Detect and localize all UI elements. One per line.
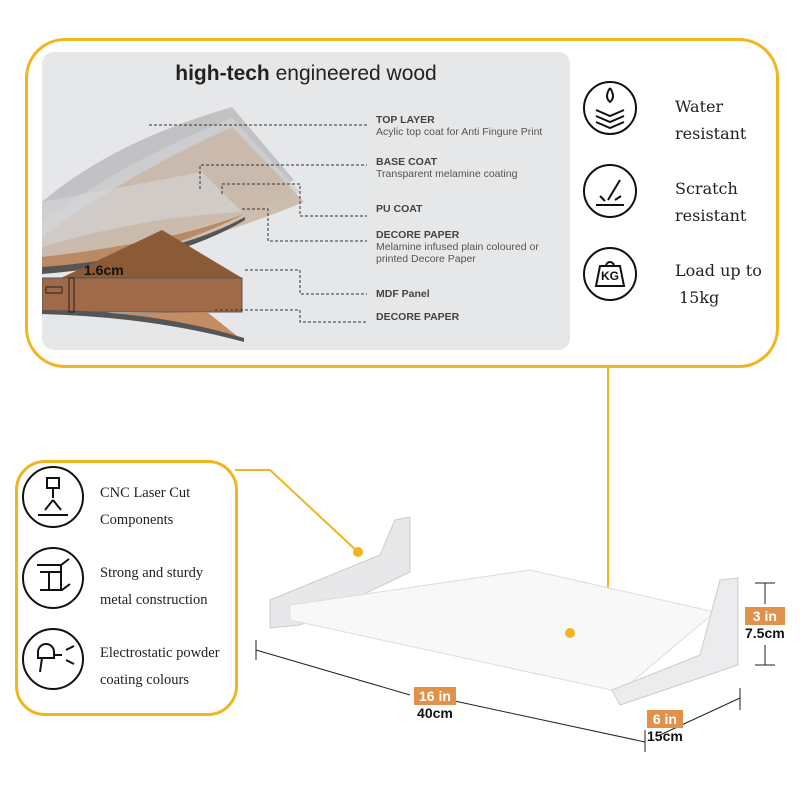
- scratch-icon: [583, 164, 637, 218]
- layer-pu-coat: PU COAT: [376, 203, 423, 215]
- features-frame-left: [15, 460, 238, 716]
- engineered-wood-panel: high-tech engineered wood 1.6cm TOP LAYE…: [42, 52, 570, 350]
- callout-line-metal: [235, 469, 359, 553]
- layer-decore-paper: DECORE PAPER Melamine infused plain colo…: [376, 229, 539, 265]
- depth-dimension: 6 in 15cm: [647, 710, 683, 744]
- left-bracket: [269, 516, 411, 629]
- layer-mdf: MDF Panel: [376, 288, 430, 300]
- water-drop-layers-icon: [583, 81, 637, 135]
- height-dimension: 3 in 7.5cm: [745, 607, 785, 641]
- cnc-laser-icon: [22, 466, 84, 528]
- dimension-lines: [255, 582, 775, 752]
- kg-weight-icon: [583, 247, 637, 301]
- layer-base-coat: BASE COAT Transparent melamine coating: [376, 156, 518, 180]
- thickness-label: 1.6cm: [84, 262, 124, 278]
- wood-layers-illustration: [42, 107, 367, 342]
- spray-gun-icon: [22, 628, 84, 690]
- features-frame-top: [25, 38, 779, 368]
- callout-dot-wood: [565, 628, 575, 638]
- length-dimension: 16 in 40cm: [414, 687, 456, 721]
- steel-beam-icon: [22, 547, 84, 609]
- layer-decore-paper-bottom: DECORE PAPER: [376, 311, 460, 323]
- layer-top: TOP LAYER Acylic top coat for Anti Fingu…: [376, 114, 543, 138]
- panel-title: high-tech engineered wood: [175, 62, 437, 85]
- callout-dot-metal: [353, 547, 363, 557]
- kg-text: KG: [601, 269, 619, 283]
- shelf-board: [289, 569, 717, 693]
- right-bracket: [611, 577, 739, 706]
